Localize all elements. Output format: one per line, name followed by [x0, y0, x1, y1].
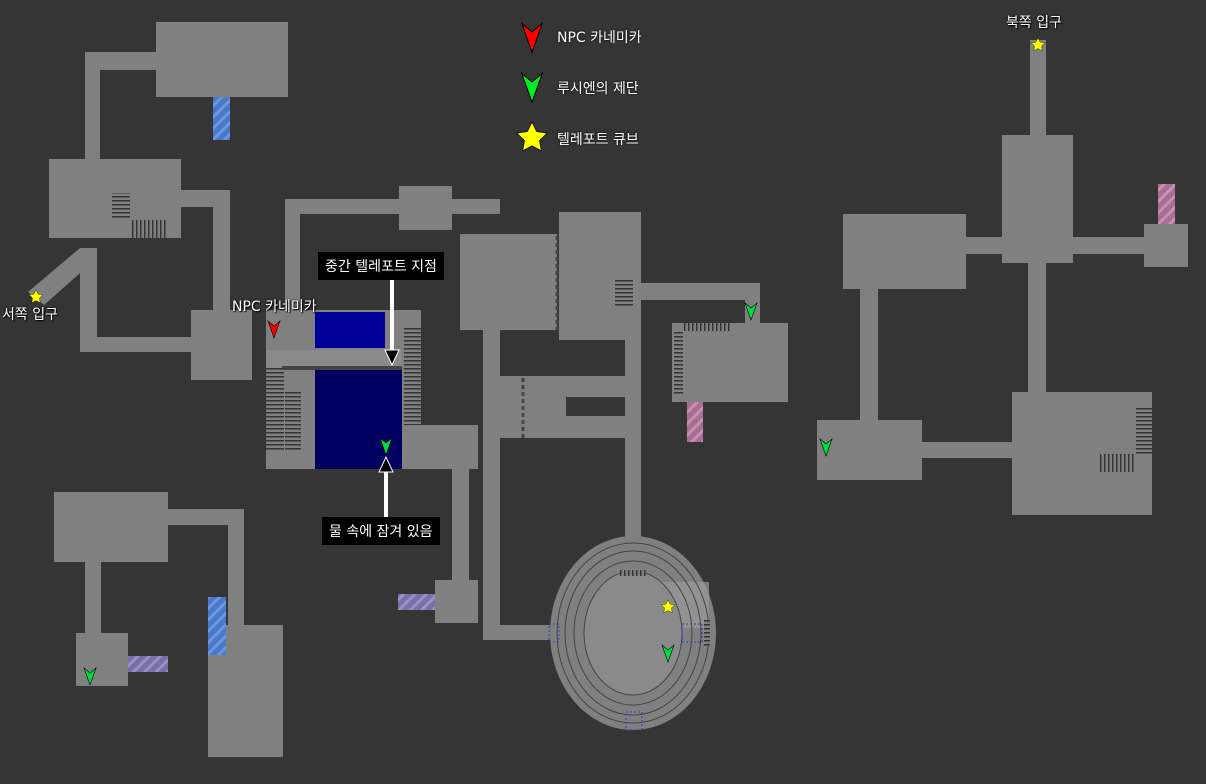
room: [966, 237, 1002, 254]
room: [405, 425, 478, 469]
room: [85, 562, 101, 633]
stairs: [615, 280, 633, 308]
room: [1002, 135, 1073, 263]
room: [168, 509, 244, 525]
map-details: [112, 97, 1175, 672]
markers: [28, 22, 1046, 686]
underwater-callout: 물 속에 잠겨 있음: [322, 517, 440, 545]
room: [228, 509, 244, 625]
legend-red-arrow-icon: [520, 22, 544, 54]
room: [625, 340, 641, 540]
blue-door: [213, 97, 230, 140]
room: [460, 234, 557, 330]
west-corridor: [28, 248, 97, 305]
room: [745, 283, 760, 323]
stairs: [285, 390, 301, 452]
blue-door: [208, 597, 226, 655]
west-entrance-label: 서쪽 입구: [2, 307, 58, 323]
room: [452, 469, 469, 580]
water-upper: [315, 312, 385, 348]
pink-door: [687, 402, 703, 442]
stairs: [112, 193, 130, 220]
pink-door: [1158, 184, 1175, 224]
room: [483, 330, 500, 640]
mid-teleport-callout: 중간 텔레포트 지점: [318, 252, 444, 280]
room: [156, 22, 288, 97]
room: [435, 580, 478, 623]
room: [843, 214, 966, 289]
room: [860, 289, 878, 420]
room: [76, 633, 128, 686]
room: [1012, 392, 1152, 515]
purple-door: [398, 594, 435, 610]
room: [285, 199, 500, 214]
room: [399, 186, 452, 230]
water-lower: [315, 370, 402, 469]
arena-stairs: [704, 620, 710, 646]
callout-arrows: [378, 280, 400, 517]
room: [817, 420, 922, 480]
room: [1144, 224, 1188, 267]
room: [80, 337, 191, 352]
room: [641, 283, 745, 300]
room: [1073, 237, 1145, 254]
room: [85, 52, 100, 160]
room: [85, 52, 156, 70]
room: [191, 310, 252, 380]
room: [285, 199, 300, 310]
stairs: [130, 220, 168, 238]
arena-door: [625, 711, 643, 731]
arena-door: [548, 623, 560, 643]
room: [566, 376, 641, 397]
ledge: [282, 366, 402, 370]
legend-green-arrow-icon: [520, 72, 544, 104]
room: [1030, 40, 1046, 135]
room: [559, 212, 641, 340]
arena: [548, 536, 716, 731]
stairs: [1136, 408, 1152, 454]
purple-door: [128, 656, 168, 672]
room: [922, 442, 1013, 458]
room: [80, 248, 97, 352]
stairs: [266, 368, 284, 452]
stairs: [1100, 454, 1136, 472]
legend-star-icon: [516, 121, 548, 152]
room: [672, 323, 788, 402]
room: [54, 492, 168, 562]
arena-door: [681, 623, 703, 643]
arena-stairs: [620, 570, 646, 576]
walkway: [266, 350, 402, 368]
room: [1028, 263, 1046, 392]
stairs: [674, 332, 683, 394]
stairs: [684, 323, 730, 331]
room: [213, 190, 230, 310]
npc-label: NPC 카네미카: [232, 299, 317, 315]
legend-npc: NPC 카네미카: [557, 30, 642, 46]
stairs: [404, 327, 421, 425]
room: [483, 625, 550, 640]
legend-teleport: 텔레포트 큐브: [557, 132, 639, 148]
room: [541, 416, 641, 438]
north-entrance-label: 북쪽 입구: [1006, 15, 1062, 31]
legend-altar: 루시엔의 제단: [557, 81, 639, 97]
